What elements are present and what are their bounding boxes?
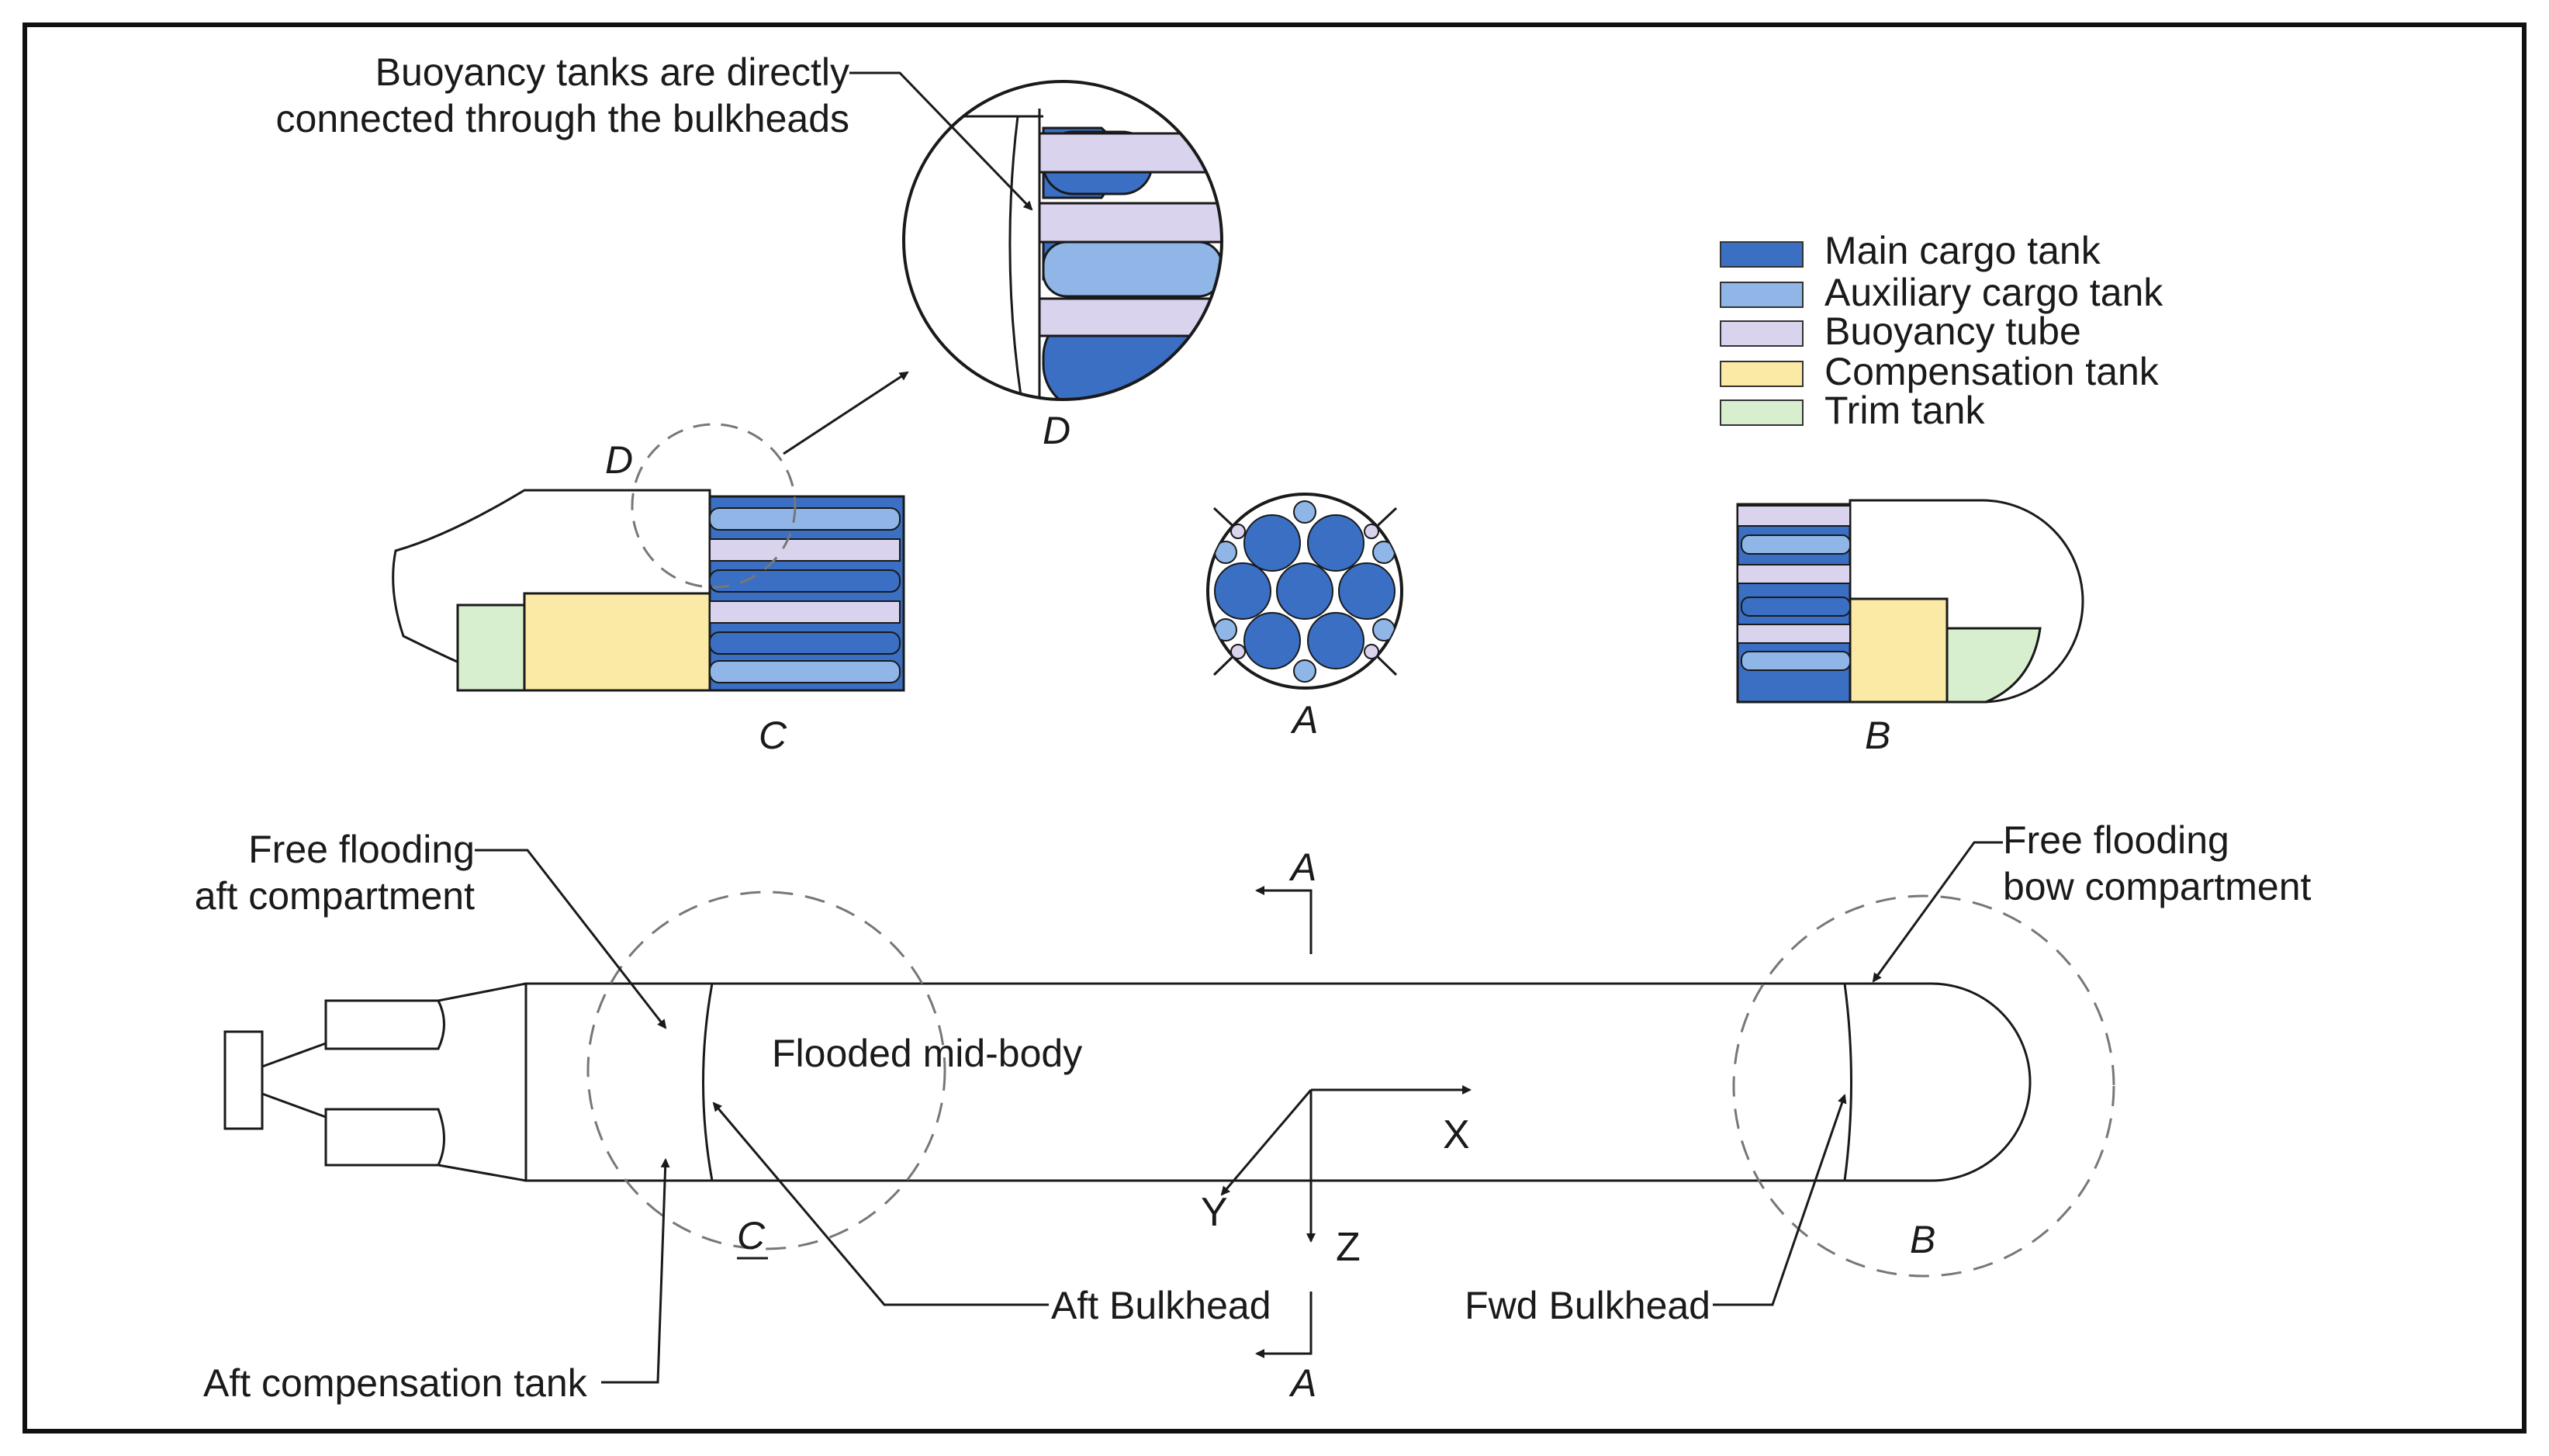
detail-d-circle <box>902 80 1223 401</box>
axis-y-label: Y <box>1201 1190 1228 1235</box>
legend-item-main-cargo: Main cargo tank <box>1720 229 2101 272</box>
aft-bulkhead <box>702 983 714 1181</box>
legend-label-compensation-tank: Compensation tank <box>1824 350 2160 393</box>
legend-label-buoyancy-tube: Buoyancy tube <box>1824 310 2081 353</box>
view-c-trim-tank <box>456 603 526 692</box>
view-b-label: B <box>1865 714 1890 757</box>
bow-flooding-line1: Free flooding <box>2003 818 2229 862</box>
legend-label-main-cargo: Main cargo tank <box>1824 229 2101 272</box>
detail-c-marker <box>586 891 946 1250</box>
view-c-d-label: D <box>605 438 633 482</box>
legend-swatch-main-cargo <box>1720 241 1804 268</box>
axis-z-label: Z <box>1336 1225 1361 1270</box>
view-c-label: C <box>759 714 787 757</box>
detail-d: D <box>902 80 1223 452</box>
view-a-label: A <box>1290 698 1318 742</box>
view-c: D C <box>392 371 909 757</box>
lower-pod <box>324 1108 445 1167</box>
main-hull: C B Flooded mid-body <box>223 891 2115 1278</box>
legend-swatch-buoyancy-tube <box>1720 320 1804 347</box>
buoyancy-callout: Buoyancy tanks are directly connected th… <box>276 50 1033 211</box>
legend-swatch-trim-tank <box>1720 399 1804 426</box>
coordinate-axes: X Y Z <box>1201 1085 1472 1270</box>
legend-swatch-aux-cargo <box>1720 282 1804 308</box>
legend: Main cargo tank Auxiliary cargo tank Buo… <box>1720 229 2163 432</box>
view-c-compensation-tank <box>523 592 711 692</box>
aft-bulkhead-callout: Aft Bulkhead <box>712 1102 1271 1327</box>
legend-item-aux-cargo: Auxiliary cargo tank <box>1720 271 2163 314</box>
fwd-bulkhead-label: Fwd Bulkhead <box>1465 1284 1710 1327</box>
legend-label-aux-cargo: Auxiliary cargo tank <box>1824 271 2163 314</box>
main-b-label: B <box>1910 1218 1935 1261</box>
main-c-label: C <box>737 1214 766 1257</box>
aft-flooding-line2: aft compartment <box>195 874 475 918</box>
view-b-trim-tank <box>1945 627 2042 704</box>
tail-stub <box>223 1030 264 1130</box>
view-b: B <box>1736 499 2084 757</box>
legend-item-compensation-tank: Compensation tank <box>1720 350 2160 393</box>
fwd-bulkhead-callout: Fwd Bulkhead <box>1465 1094 1847 1327</box>
figure-border <box>22 22 2527 1434</box>
legend-item-buoyancy-tube: Buoyancy tube <box>1720 310 2081 353</box>
section-bottom-label: A <box>1288 1361 1316 1405</box>
axis-x-label: X <box>1443 1112 1470 1157</box>
fwd-bulkhead <box>1843 983 1852 1181</box>
detail-d-label: D <box>1043 409 1070 452</box>
upper-pod <box>324 999 445 1050</box>
buoyancy-callout-line1: Buoyancy tanks are directly <box>375 50 849 94</box>
view-b-compensation-tank <box>1849 597 1949 704</box>
hull-outline <box>524 982 2032 1182</box>
detail-b-marker <box>1732 894 2115 1278</box>
section-top-label: A <box>1288 846 1316 889</box>
buoyancy-callout-line2: connected through the bulkheads <box>276 97 849 140</box>
flooded-mid-body-label: Flooded mid-body <box>772 1032 1082 1075</box>
legend-item-trim-tank: Trim tank <box>1720 389 1985 432</box>
bow-flooding-callout: Free flooding bow compartment <box>1872 818 2311 983</box>
aft-bulkhead-label: Aft Bulkhead <box>1051 1284 1271 1327</box>
aft-flooding-callout: Free flooding aft compartment <box>195 828 667 1029</box>
aft-compensation-label: Aft compensation tank <box>203 1361 588 1405</box>
legend-swatch-compensation-tank <box>1720 361 1804 387</box>
detail-d-marker <box>631 423 797 589</box>
aft-compensation-callout: Aft compensation tank <box>203 1158 670 1405</box>
bow-flooding-line2: bow compartment <box>2003 865 2311 908</box>
view-a: A <box>1206 493 1403 742</box>
section-a-a: A A <box>1255 846 1316 1405</box>
aft-flooding-line1: Free flooding <box>248 828 475 871</box>
legend-label-trim-tank: Trim tank <box>1824 389 1985 432</box>
